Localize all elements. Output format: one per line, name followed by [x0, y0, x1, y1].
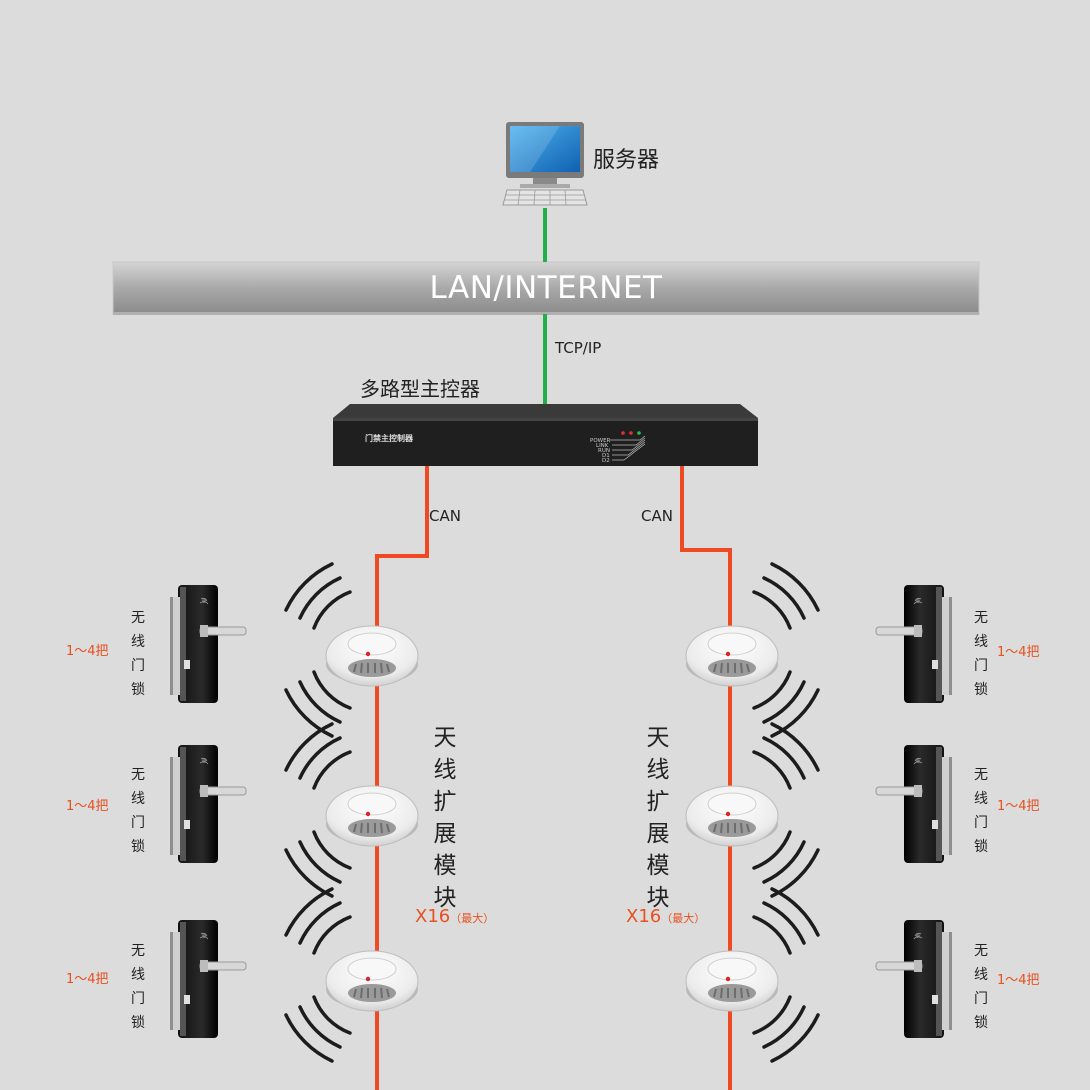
svg-text:RUN: RUN: [598, 448, 610, 454]
antenna-module-right-3: [685, 887, 820, 1063]
antenna-module-left-3: [284, 887, 419, 1063]
module-label-right: 天线扩展模块: [646, 725, 670, 911]
door-lock-left-2: [169, 744, 247, 864]
can-label-left: CAN: [429, 507, 461, 525]
module-count-left: X16（最大）: [415, 906, 495, 927]
lock-count-left-2: 1～4把: [66, 799, 109, 814]
door-lock-left-1: [169, 584, 247, 704]
lock-name-left-3: 无线门锁: [131, 943, 145, 1031]
svg-text:LINK: LINK: [596, 443, 609, 449]
antenna-module-left-2: [284, 722, 419, 898]
svg-text:POWER: POWER: [590, 438, 611, 444]
door-lock-right-1: [875, 584, 953, 704]
lan-label: LAN/INTERNET: [429, 270, 663, 306]
lock-count-left-1: 1～4把: [66, 644, 109, 659]
module-count-right: X16（最大）: [626, 906, 706, 927]
controller-face-label: 门禁主控制器: [365, 434, 413, 443]
lock-name-left-2: 无线门锁: [131, 767, 145, 855]
lock-count-right-1: 1～4把: [997, 645, 1040, 660]
lock-name-right-1: 无线门锁: [974, 610, 988, 698]
computer-icon: [502, 122, 588, 206]
door-lock-right-2: [875, 744, 953, 864]
lan-bar: [112, 261, 980, 315]
lock-count-right-3: 1～4把: [997, 973, 1040, 988]
lock-name-left-1: 无线门锁: [131, 610, 145, 698]
module-label-left: 天线扩展模块: [433, 725, 457, 911]
lock-count-right-2: 1～4把: [997, 799, 1040, 814]
antenna-module-right-2: [685, 722, 820, 898]
antenna-module-left-1: [284, 562, 419, 738]
controller-title: 多路型主控器: [360, 377, 480, 401]
svg-text:D2: D2: [602, 458, 610, 464]
antenna-module-right-1: [685, 562, 820, 738]
lock-name-right-2: 无线门锁: [974, 767, 988, 855]
server-label: 服务器: [593, 148, 660, 173]
door-lock-left-3: [169, 919, 247, 1039]
lock-name-right-3: 无线门锁: [974, 943, 988, 1031]
tcp-label: TCP/IP: [555, 339, 602, 357]
door-lock-right-3: [875, 919, 953, 1039]
svg-text:D1: D1: [602, 453, 610, 459]
lock-count-left-3: 1～4把: [66, 972, 109, 987]
can-label-right: CAN: [641, 507, 673, 525]
